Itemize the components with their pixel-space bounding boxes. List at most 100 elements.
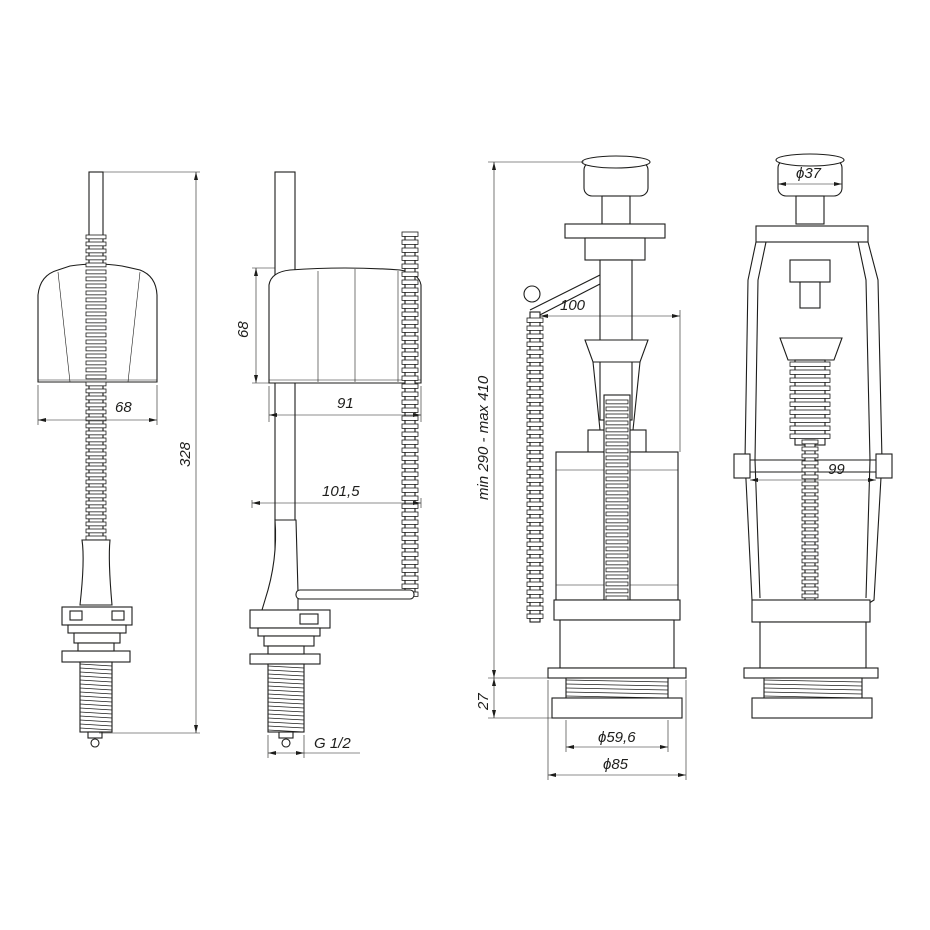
serration-tooth (526, 613, 544, 619)
serration-tooth (401, 359, 419, 365)
thread-line (267, 705, 305, 709)
serration-tooth (85, 360, 107, 366)
thread-line (763, 679, 863, 683)
serration-tooth (401, 367, 419, 373)
serration-tooth (526, 469, 544, 475)
thread-line (267, 673, 305, 677)
serration-tooth (401, 535, 419, 541)
dimension-flush-base-height: 27 (475, 678, 552, 719)
serration-tooth (85, 346, 107, 352)
thread-line (267, 669, 305, 673)
serration-tooth (85, 507, 107, 513)
serration-tooth (605, 588, 629, 594)
serration-tooth (801, 572, 819, 578)
serration-tooth (401, 455, 419, 461)
serration-tooth (605, 483, 629, 489)
serration-tooth (526, 541, 544, 547)
serration-tooth (401, 575, 419, 581)
serration-tooth (85, 269, 107, 275)
serration-tooth (605, 406, 629, 412)
serration-tooth (401, 383, 419, 389)
serration-tooth (605, 427, 629, 433)
serration-tooth (801, 467, 819, 473)
serration-tooth (526, 557, 544, 563)
serration-tooth (526, 501, 544, 507)
dimension-float-height: 68 (235, 267, 275, 384)
dimension-arm-width: 91 (268, 386, 422, 422)
serration-tooth (801, 502, 819, 508)
thread-line (267, 665, 305, 669)
serration-tooth (526, 525, 544, 531)
serration-tooth (85, 486, 107, 492)
thread-line (79, 675, 113, 679)
serration-tooth (789, 433, 831, 439)
thread-line (267, 689, 305, 693)
thread-line (267, 685, 305, 689)
serration-tooth (526, 533, 544, 539)
serration-tooth (85, 374, 107, 380)
dim-flush-reach-label: 100 (560, 297, 586, 314)
serration-tooth (605, 469, 629, 475)
serration-tooth (401, 311, 419, 317)
thread-line (267, 729, 305, 733)
serration-tooth (526, 485, 544, 491)
serration-tooth (605, 455, 629, 461)
thread-line (79, 715, 113, 719)
serration-tooth (605, 581, 629, 587)
serration-tooth (605, 539, 629, 545)
serration-tooth (526, 349, 544, 355)
serration-tooth (789, 377, 831, 383)
serration-tooth (85, 290, 107, 296)
serration-tooth (526, 381, 544, 387)
serration-tooth (85, 493, 107, 499)
serration-tooth (401, 559, 419, 565)
serration-tooth (526, 597, 544, 603)
dimension-arm-reach: 101,5 (251, 483, 422, 508)
serration-tooth (85, 283, 107, 289)
thread-line (79, 687, 113, 691)
thread-line (763, 683, 863, 687)
serration-tooth (526, 365, 544, 371)
serration-tooth (605, 595, 629, 601)
thread-line (565, 687, 669, 691)
thread-line (267, 697, 305, 701)
serration-tooth (401, 239, 419, 245)
serration-tooth (401, 303, 419, 309)
serration-tooth (401, 231, 419, 237)
dim-float-height-label: 68 (235, 321, 252, 338)
serration-tooth (401, 431, 419, 437)
flush-valve-side-view (523, 155, 687, 719)
serration-tooth (801, 523, 819, 529)
dim-flush-height-label: min 290 - max 410 (475, 375, 492, 500)
serration-tooth (801, 530, 819, 536)
serration-tooth (801, 495, 819, 501)
serration-tooth (85, 353, 107, 359)
serration-tooth (801, 516, 819, 522)
serration-tooth (85, 528, 107, 534)
thread-line (267, 709, 305, 713)
serration-tooth (526, 437, 544, 443)
serration-tooth (526, 565, 544, 571)
thread-line (79, 671, 113, 675)
serration-tooth (401, 295, 419, 301)
serration-tooth (605, 567, 629, 573)
serration-tooth (801, 586, 819, 592)
serration-tooth (526, 405, 544, 411)
serration-tooth (605, 476, 629, 482)
serration-tooth (789, 425, 831, 431)
thread-line (267, 721, 305, 725)
serration-tooth (401, 503, 419, 509)
dimension-total-height: 328 (99, 171, 200, 734)
serration-tooth (801, 593, 819, 599)
serration-tooth (526, 333, 544, 339)
thread-line (763, 687, 863, 691)
serration-tooth (85, 381, 107, 387)
serration-tooth (85, 367, 107, 373)
serration-tooth (526, 509, 544, 515)
serration-tooth (801, 558, 819, 564)
serration-tooth (401, 583, 419, 589)
serration-tooth (605, 518, 629, 524)
thread-line (565, 679, 669, 683)
dimension-cage-width: 99 (750, 461, 876, 482)
dimension-flush-height: min 290 - max 410 (475, 161, 584, 679)
